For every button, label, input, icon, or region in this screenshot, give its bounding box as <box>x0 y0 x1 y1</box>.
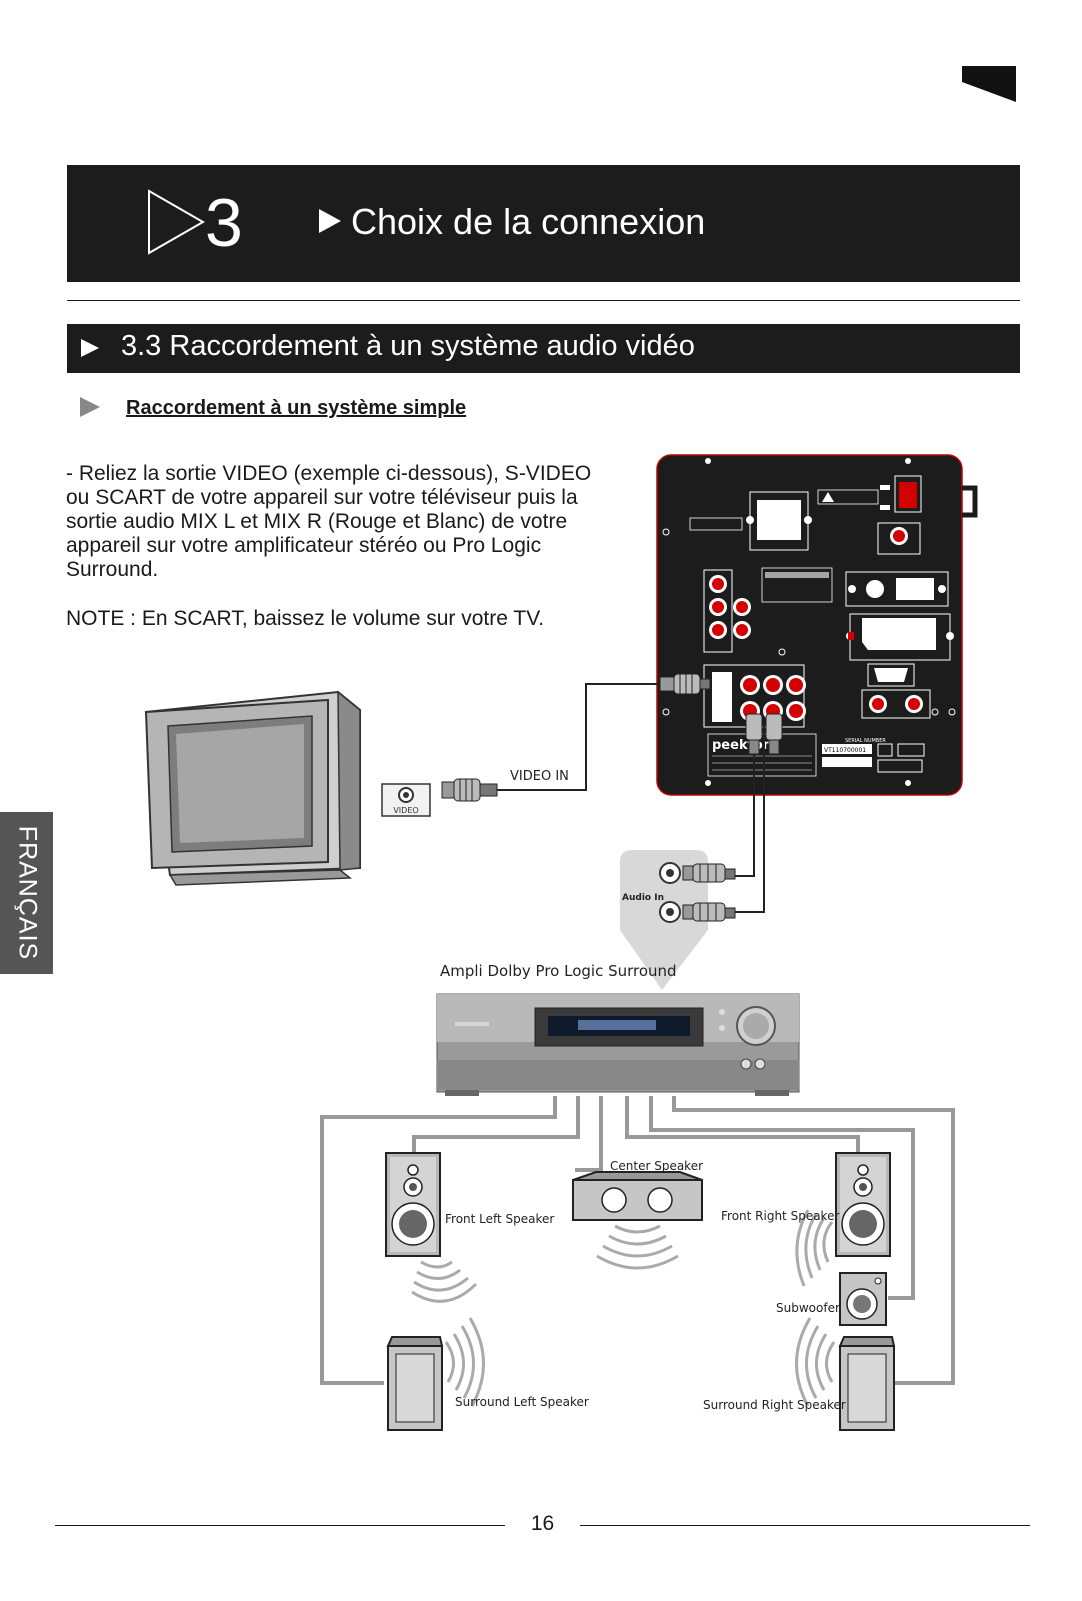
subsection-title: Raccordement à un système simple <box>126 397 467 419</box>
audio-in-callout: Audio In <box>620 850 708 990</box>
chapter-title: Choix de la connexion <box>351 201 706 242</box>
device-back-panel: peekton SERIAL NUMBER VT110700001 <box>656 454 978 796</box>
surround-left-speaker-label: Surround Left Speaker <box>455 1395 589 1409</box>
tv-icon <box>144 690 361 886</box>
note-text: NOTE : En SCART, baissez le volume sur v… <box>66 607 545 630</box>
chapter-title-arrow-icon <box>319 209 341 233</box>
subwoofer-label: Subwoofer <box>776 1301 840 1315</box>
tv-video-jack: VIDEO <box>381 783 431 817</box>
chapter-header: 3 Choix de la connexion <box>67 165 1020 282</box>
amplifier-icon <box>436 993 800 1096</box>
front-right-speaker-label: Front Right Speaker <box>721 1209 839 1223</box>
center-speaker-label: Center Speaker <box>610 1159 703 1173</box>
video-cable <box>497 683 660 791</box>
tv-jack-label: VIDEO <box>393 806 418 815</box>
chapter-number: 3 <box>205 185 243 261</box>
surround-right-waves-icon <box>795 1317 836 1407</box>
audio-cables <box>735 724 765 913</box>
surround-right-speaker-label: Surround Right Speaker <box>703 1398 846 1412</box>
center-speaker-icon <box>572 1171 703 1221</box>
front-left-speaker-label: Front Left Speaker <box>445 1212 554 1226</box>
corner-tab-icon <box>962 66 1016 102</box>
video-plug-tv <box>441 778 498 802</box>
section-title: 3.3 Raccordement à un système audio vidé… <box>121 330 695 362</box>
video-plug-device <box>659 673 711 695</box>
audio-in-label: Audio In <box>622 893 664 903</box>
header-divider <box>67 300 1020 301</box>
surround-left-speaker-icon <box>386 1336 444 1431</box>
subwoofer-icon <box>839 1272 887 1326</box>
chapter-arrow-icon <box>148 189 206 255</box>
page-number: 16 <box>530 1512 555 1535</box>
front-left-speaker-icon <box>385 1152 441 1257</box>
speaker-wires <box>320 1096 955 1385</box>
instruction-paragraph: - Reliez la sortie VIDEO (exemple ci-des… <box>66 462 592 581</box>
front-right-speaker-icon <box>835 1152 891 1257</box>
section-header: 3.3 Raccordement à un système audio vidé… <box>67 324 1020 373</box>
footer-rule-right <box>580 1525 1030 1526</box>
amplifier-label: Ampli Dolby Pro Logic Surround <box>440 962 677 980</box>
front-right-waves-icon <box>795 1209 834 1287</box>
footer-rule-left <box>55 1525 505 1526</box>
connection-diagram: peekton SERIAL NUMBER VT110700001 <box>144 454 978 1431</box>
front-left-waves-icon <box>411 1260 478 1303</box>
surround-right-speaker-icon <box>838 1336 896 1431</box>
section-arrow-icon <box>81 339 99 357</box>
serial-label: SERIAL NUMBER <box>845 738 886 744</box>
surround-left-waves-icon <box>444 1317 485 1407</box>
subsection-arrow-icon <box>80 397 100 417</box>
audio-plugs-device <box>745 713 783 755</box>
video-in-label: VIDEO IN <box>510 769 569 784</box>
serial-value: VT110700001 <box>824 747 866 754</box>
audio-plugs-amp <box>682 863 736 922</box>
language-tab: FRANÇAIS <box>0 812 53 974</box>
center-waves-icon <box>596 1224 679 1270</box>
